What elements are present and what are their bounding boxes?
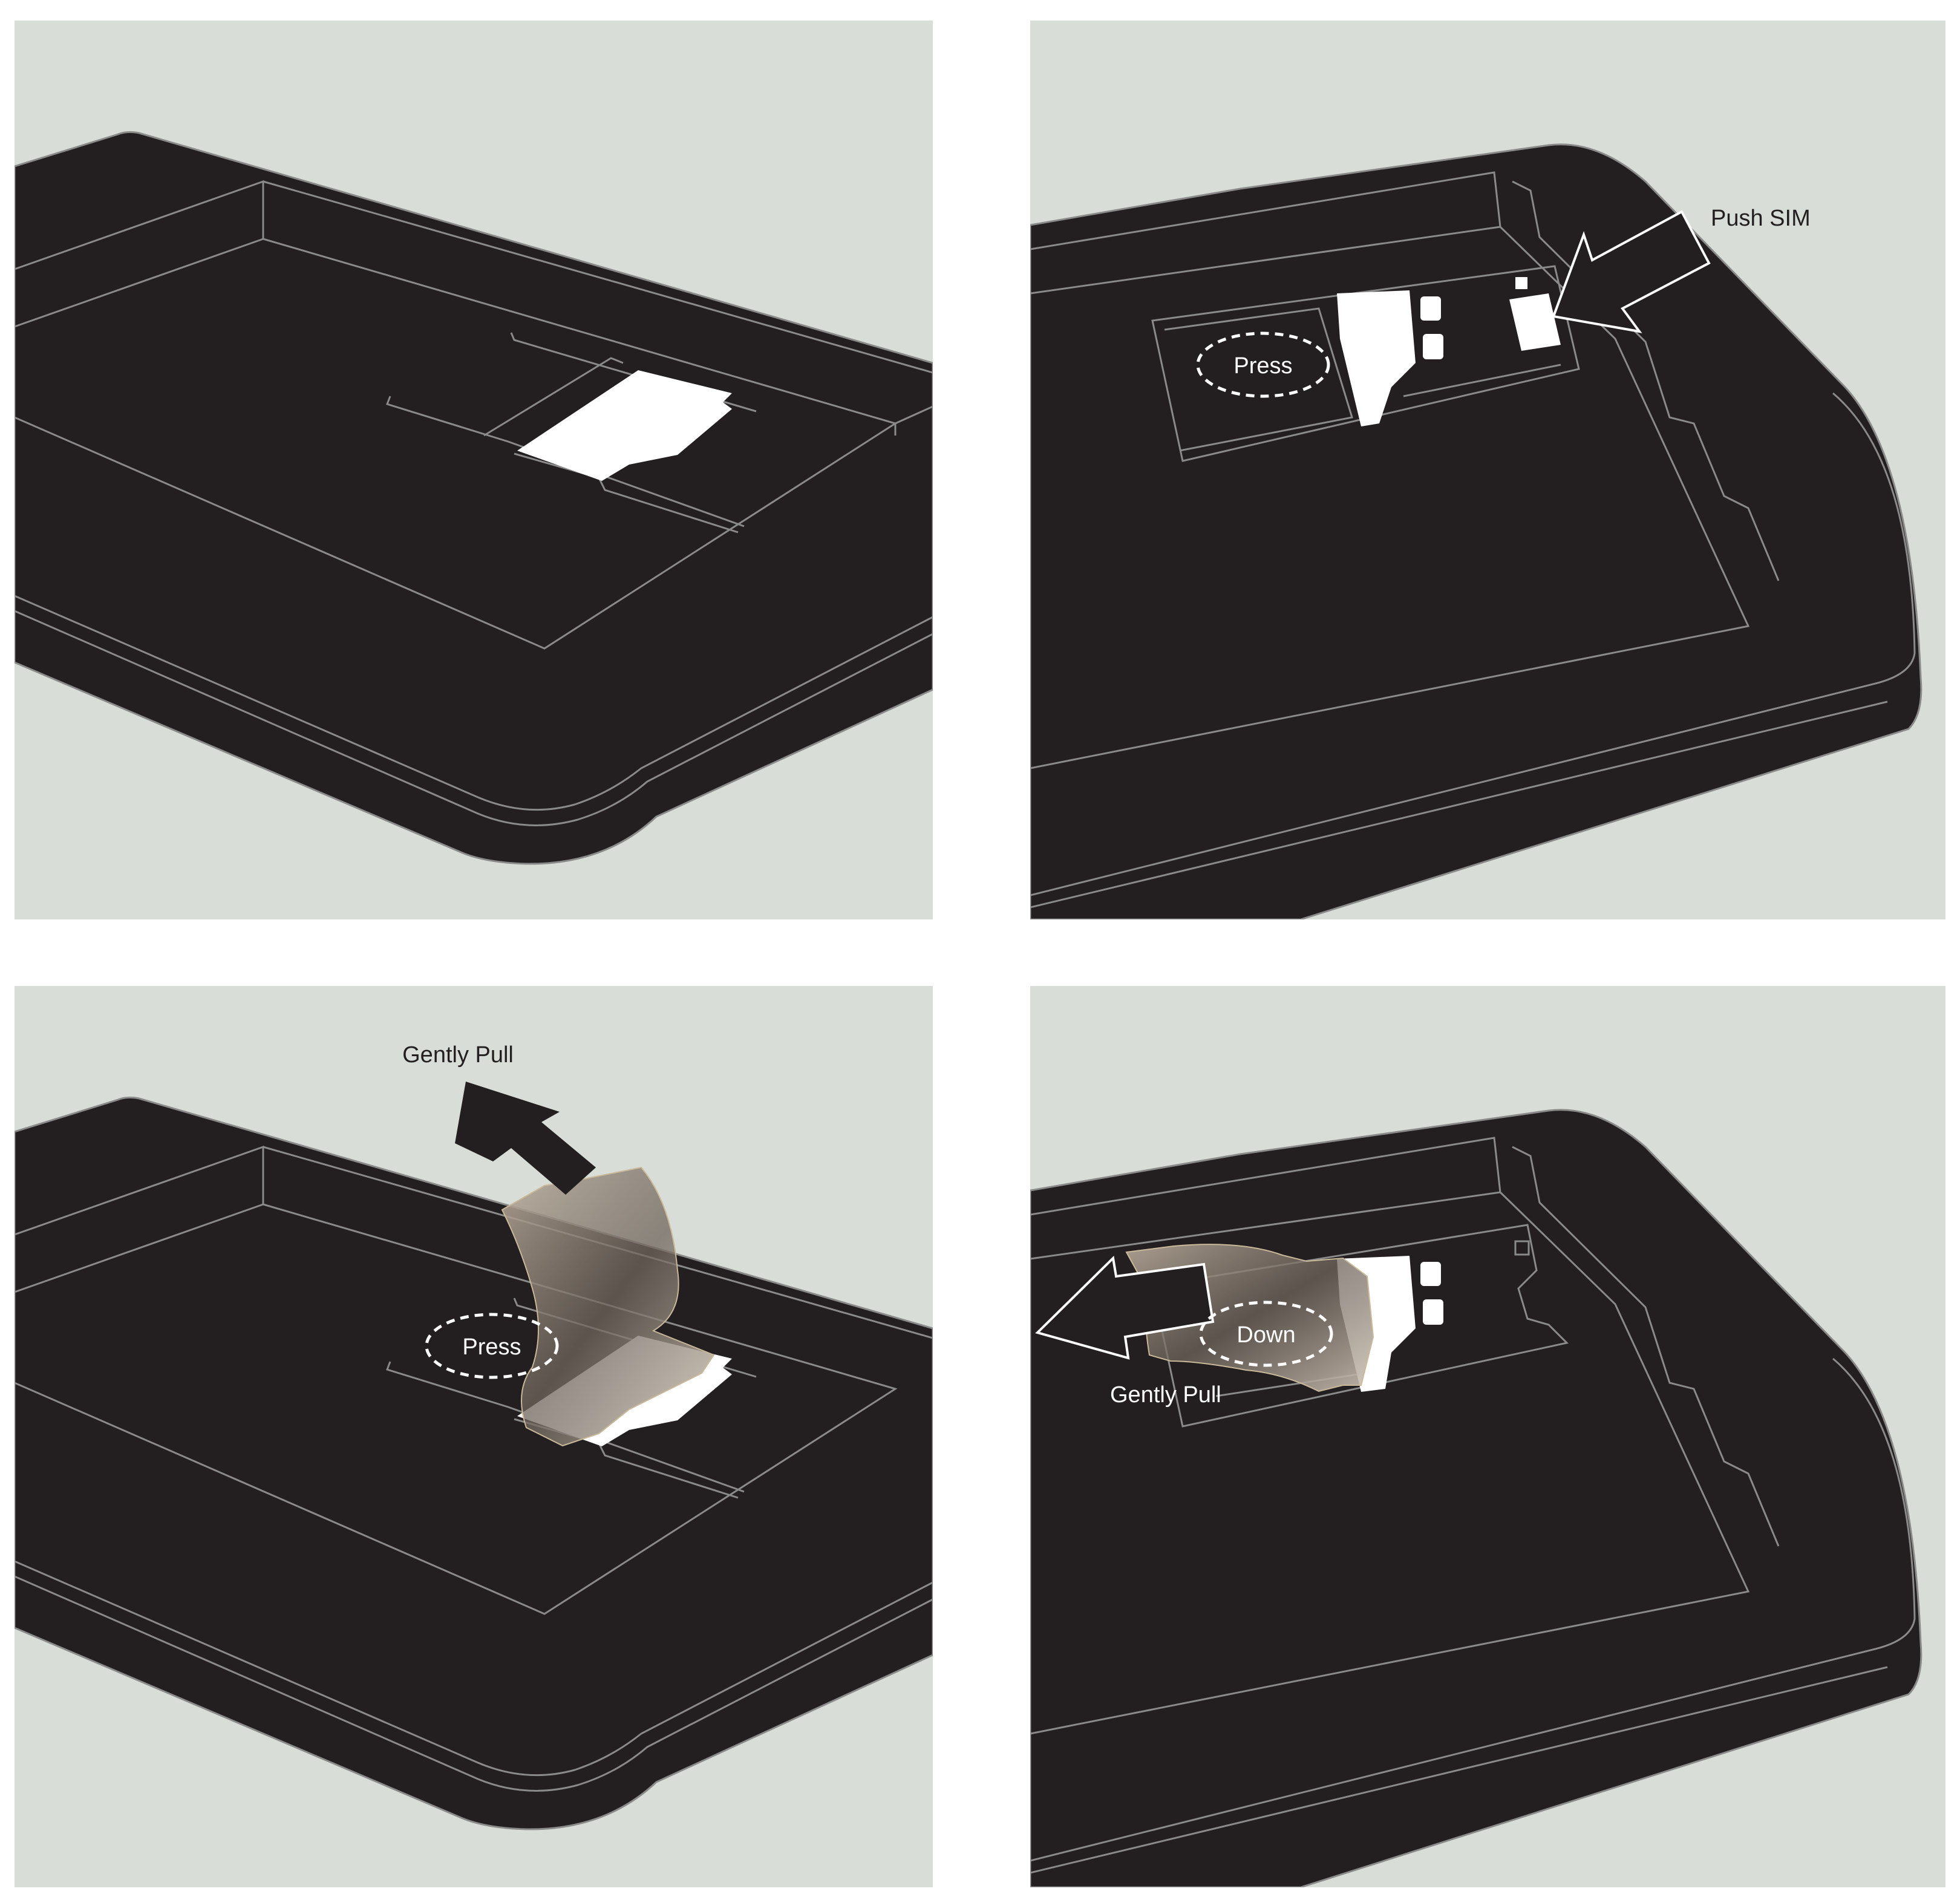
ellipse-label: Press [462, 1334, 521, 1360]
ellipse-label: Press [1233, 353, 1292, 379]
arrow-label: Gently Pull [402, 1042, 514, 1068]
panel-top-right: Press Push SIM [1030, 21, 1945, 919]
ellipse-label: Down [1236, 1322, 1295, 1348]
arrow-label: Gently Pull [1110, 1382, 1221, 1408]
contact-pad [1515, 277, 1527, 289]
panel-bottom-left: Press Gently Pull [15, 986, 933, 1887]
contact-pad [1420, 296, 1441, 321]
panel-bottom-right: Down Gently Pull [1030, 986, 1945, 1887]
panel-top-left [15, 21, 933, 919]
contact-pad [1423, 1299, 1443, 1325]
contact-pad [1420, 1262, 1441, 1286]
arrow-label: Push SIM [1711, 206, 1811, 231]
contact-pad [1423, 334, 1443, 359]
